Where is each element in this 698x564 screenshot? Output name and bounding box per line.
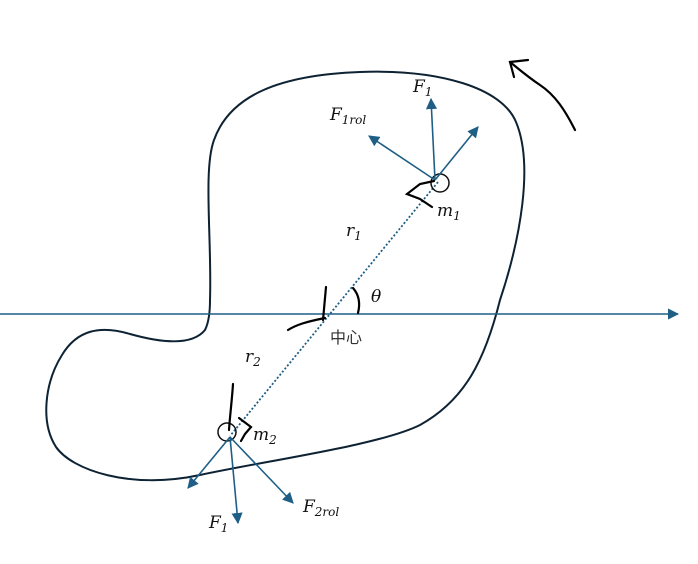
label-r1: r1 bbox=[346, 221, 362, 243]
rotation-direction-arrow bbox=[508, 60, 577, 132]
force-arrow-f1rol bbox=[368, 135, 436, 181]
label-m2: m2 bbox=[253, 425, 277, 447]
mass-2 bbox=[217, 422, 237, 442]
force-arrow-resultant-2 bbox=[187, 436, 231, 489]
label-f1-bottom: F1 bbox=[208, 513, 228, 535]
force-arrow-f2rol bbox=[229, 436, 294, 504]
label-f1-top: F1 bbox=[412, 77, 432, 99]
radius-line bbox=[229, 181, 439, 437]
label-r2: r2 bbox=[245, 347, 261, 369]
force-arrow-f1-bottom bbox=[229, 436, 243, 525]
m2-marks bbox=[227, 382, 253, 443]
label-f2rol: F2rol bbox=[302, 497, 339, 519]
label-f1rol: F1rol bbox=[329, 105, 366, 127]
theta-arc bbox=[351, 286, 361, 315]
mass-1 bbox=[430, 173, 450, 193]
body-outline bbox=[45, 70, 526, 482]
label-m1: m1 bbox=[437, 201, 461, 223]
force-arrow-f1-top bbox=[425, 97, 438, 181]
center-mark bbox=[286, 285, 328, 332]
rotation-arrowhead-icon bbox=[508, 58, 530, 79]
force-arrow-resultant-1 bbox=[434, 126, 479, 181]
label-theta: θ bbox=[371, 287, 381, 307]
label-center: 中心 bbox=[330, 328, 362, 347]
m1-brace bbox=[404, 179, 436, 209]
